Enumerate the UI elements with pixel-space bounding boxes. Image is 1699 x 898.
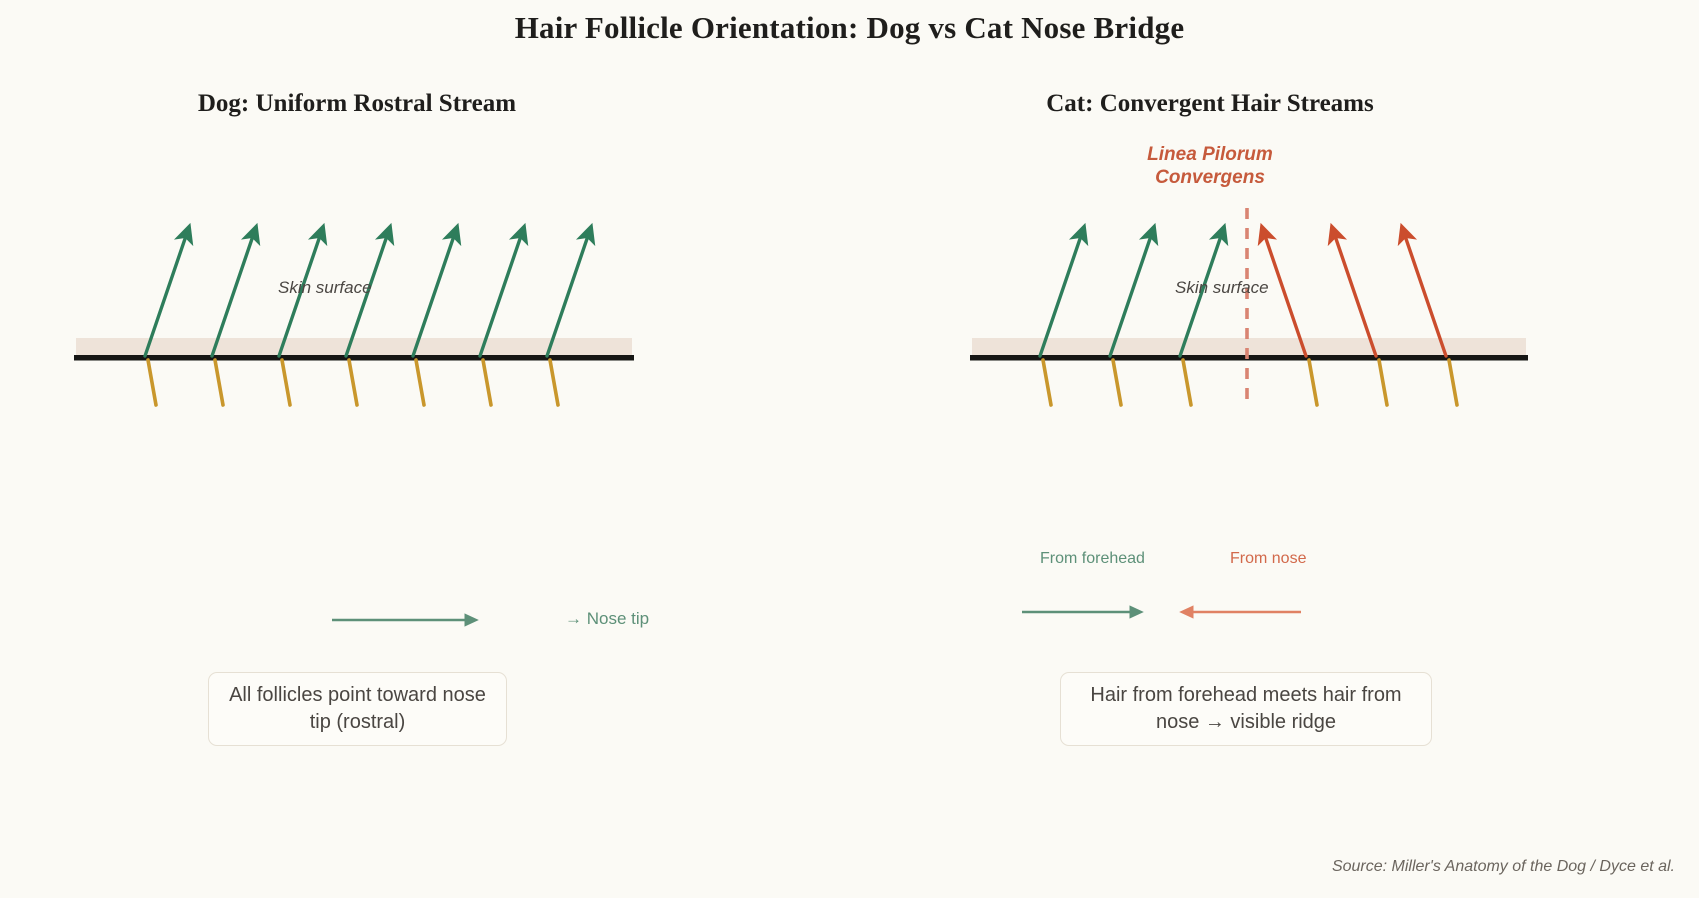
hair-shaft: [478, 222, 529, 358]
dog-legend-label: → Nose tip: [565, 609, 650, 628]
hair-shaft: [411, 222, 462, 358]
hair-shaft: [545, 222, 596, 358]
follicle-roots: [1041, 358, 1459, 407]
follicle-root: [1377, 358, 1389, 407]
follicle-root: [146, 358, 158, 407]
cat-legend-arrows: [1022, 605, 1301, 619]
hair-shafts-forehead: [1038, 222, 1229, 358]
follicle-root: [1307, 358, 1319, 407]
follicle-root: [414, 358, 426, 407]
dog-panel-title: Dog: Uniform Rostral Stream: [197, 90, 517, 117]
dog-legend: → Nose tip: [330, 600, 710, 650]
follicle-root: [481, 358, 493, 407]
skin-surface-line: [970, 355, 1528, 361]
cat-legend: From forehead From nose: [1022, 550, 1440, 650]
dog-follicle-diagram: Skin surface: [74, 222, 634, 407]
hair-shaft: [210, 222, 261, 358]
hair-shaft: [1108, 222, 1159, 358]
page-title: Hair Follicle Orientation: Dog vs Cat No…: [514, 10, 1185, 45]
linea-label-line1: Linea Pilorum: [1147, 144, 1273, 165]
hair-shaft: [1038, 222, 1089, 358]
cat-legend-label-forehead: From forehead: [1040, 550, 1145, 567]
hair-shafts: [143, 222, 596, 358]
linea-pilorum-convergens-label: Linea Pilorum Convergens: [1070, 143, 1350, 189]
cat-skin-surface-label: Skin surface: [1175, 278, 1269, 297]
cat-follicle-diagram: Skin surface: [970, 200, 1528, 407]
follicle-root: [1041, 358, 1053, 407]
hair-shaft: [344, 222, 395, 358]
dog-caption-box: All follicles point toward nose tip (ros…: [208, 672, 507, 746]
follicle-root: [280, 358, 292, 407]
cat-caption-box: Hair from forehead meets hair from nose …: [1060, 672, 1432, 746]
source-note: Source: Miller's Anatomy of the Dog / Dy…: [1331, 858, 1675, 875]
follicle-root: [1111, 358, 1123, 407]
follicle-root: [1181, 358, 1193, 407]
hair-shaft: [1178, 222, 1229, 358]
follicle-root: [347, 358, 359, 407]
follicle-root: [213, 358, 225, 407]
hair-shafts-nose: [1257, 222, 1448, 358]
hair-shaft: [1397, 222, 1448, 358]
follicle-roots: [146, 358, 560, 407]
follicle-root: [548, 358, 560, 407]
linea-label-line2: Convergens: [1155, 167, 1265, 188]
dog-legend-arrow: [332, 613, 479, 627]
hair-shaft: [143, 222, 194, 358]
hair-shaft: [1327, 222, 1378, 358]
dog-skin-surface-label: Skin surface: [278, 278, 372, 297]
cat-panel-title: Cat: Convergent Hair Streams: [1046, 90, 1374, 117]
cat-legend-label-nose: From nose: [1230, 550, 1307, 567]
hair-shaft: [277, 222, 328, 358]
hair-shaft: [1257, 222, 1308, 358]
follicle-root: [1447, 358, 1459, 407]
skin-surface-line: [74, 355, 634, 361]
